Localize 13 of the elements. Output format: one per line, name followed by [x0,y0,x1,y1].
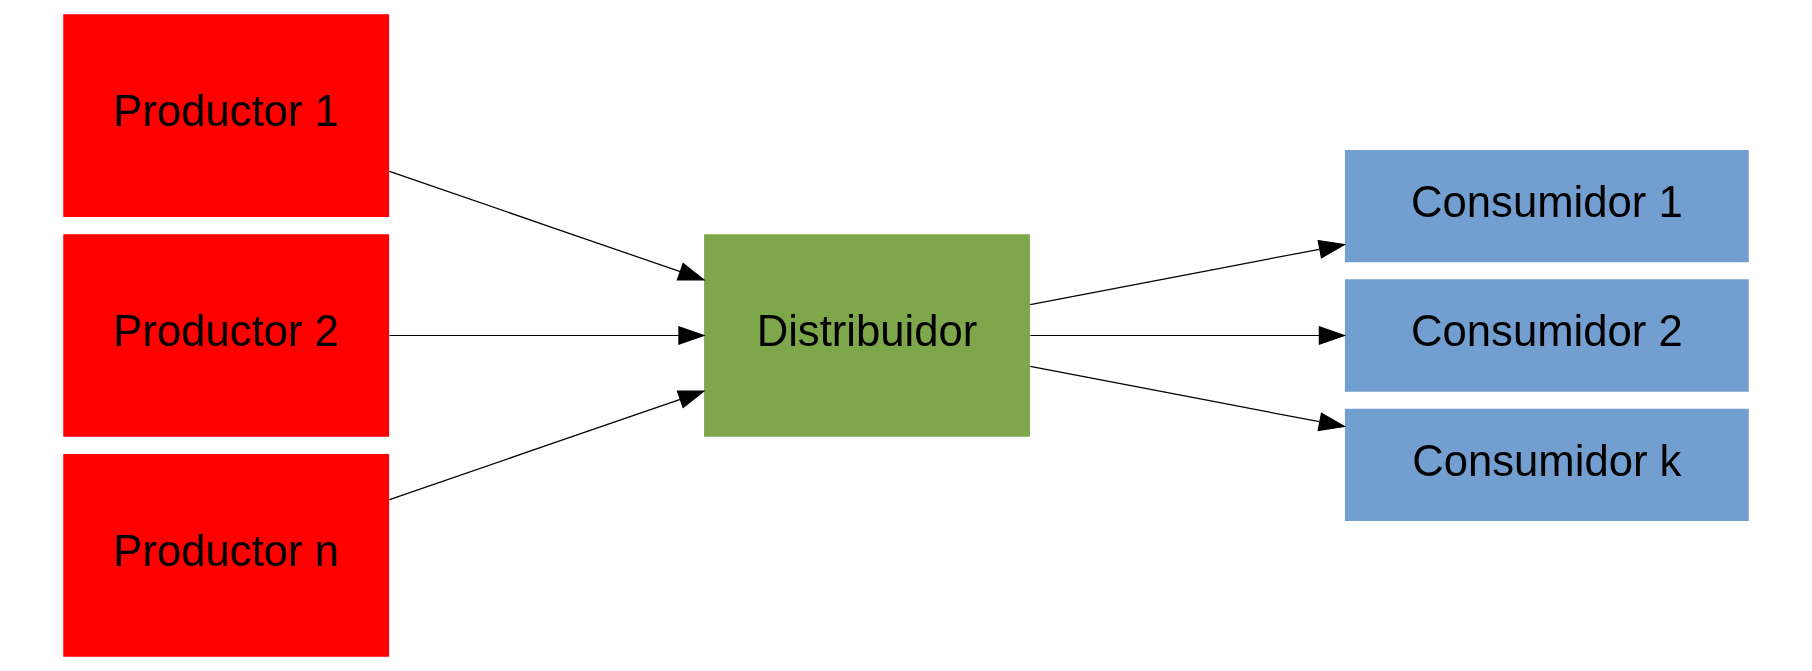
arrow [388,390,706,501]
arrow [388,170,706,281]
node-box: Consumidor k [1344,408,1749,522]
arrow [1029,239,1347,306]
arrow [1029,325,1347,346]
arrow [388,325,706,346]
node-box: Productor n [63,454,390,657]
node-box: Productor 2 [63,234,390,437]
node-box: Consumidor 1 [1344,149,1749,263]
arrow [1029,365,1347,432]
node-box: Distribuidor [704,234,1030,437]
node-box: Consumidor 2 [1344,279,1749,392]
node-box: Productor 1 [63,14,390,217]
